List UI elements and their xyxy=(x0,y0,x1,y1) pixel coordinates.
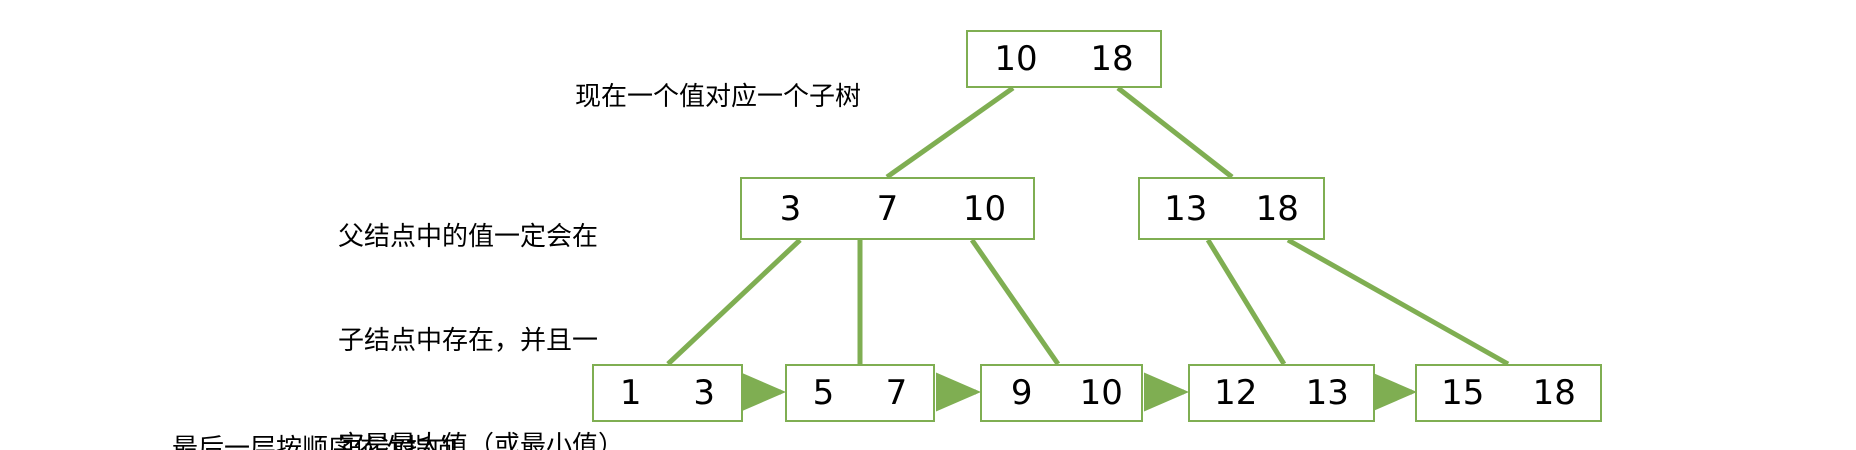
edge-internal-right-to-leaf-5 xyxy=(1286,237,1510,367)
annotation-middle-line-2: 子结点中存在，并且一 xyxy=(338,326,599,357)
tree-node-leaf-5-key-0: 15 xyxy=(1441,373,1485,413)
tree-node-leaf-3-key-0: 9 xyxy=(1010,373,1033,413)
tree-node-internal-right-key-0: 13 xyxy=(1164,188,1208,229)
edge-internal-left-to-leaf-1 xyxy=(666,238,802,366)
annotation-middle-line-1: 父结点中的值一定会在 xyxy=(338,221,599,252)
tree-node-internal-right[interactable]: 13 18 xyxy=(1138,177,1325,240)
tree-node-internal-right-key-1: 18 xyxy=(1255,188,1299,229)
tree-node-leaf-4-key-0: 12 xyxy=(1214,373,1258,413)
tree-node-root-key-0: 10 xyxy=(994,39,1038,79)
annotation-middle-line-3: 定是最大值（或最小值） xyxy=(338,430,625,450)
tree-node-leaf-5[interactable]: 15 18 xyxy=(1415,364,1602,422)
edge-root-to-internal-left xyxy=(885,85,1015,180)
tree-node-leaf-4[interactable]: 12 13 xyxy=(1188,364,1375,422)
annotation-top: 现在一个值对应一个子树 xyxy=(575,10,861,184)
tree-node-leaf-1-key-1: 3 xyxy=(693,373,716,413)
tree-node-root[interactable]: 10 18 xyxy=(966,30,1162,88)
tree-node-leaf-4-key-1: 13 xyxy=(1305,373,1349,413)
edge-internal-left-to-leaf-3 xyxy=(969,238,1061,366)
tree-node-leaf-5-key-1: 18 xyxy=(1532,373,1576,413)
tree-node-leaf-2-key-0: 5 xyxy=(812,373,835,413)
tree-node-root-key-1: 18 xyxy=(1090,39,1134,79)
tree-node-internal-left[interactable]: 3 7 10 xyxy=(740,177,1035,240)
annotation-bottom-line-1: 最后一层按顺序依次指向 xyxy=(172,433,459,450)
tree-node-internal-left-key-1: 7 xyxy=(876,188,899,229)
annotation-top-line-1: 现在一个值对应一个子树 xyxy=(575,81,862,112)
tree-node-leaf-2[interactable]: 5 7 xyxy=(785,364,935,422)
edge-internal-right-to-leaf-4 xyxy=(1205,238,1287,366)
tree-node-leaf-1[interactable]: 1 3 xyxy=(592,364,743,422)
tree-node-leaf-2-key-1: 7 xyxy=(885,373,908,413)
tree-node-internal-left-key-0: 3 xyxy=(779,188,802,229)
annotation-middle: 父结点中的值一定会在 子结点中存在，并且一 定是最大值（或最小值） 这里是最大值 xyxy=(338,150,624,450)
annotation-bottom: 最后一层按顺序依次指向 下一个结点，就像链表一样 xyxy=(172,362,484,450)
tree-node-leaf-1-key-0: 1 xyxy=(619,373,642,413)
tree-node-leaf-3[interactable]: 9 10 xyxy=(980,364,1143,422)
tree-node-internal-left-key-2: 10 xyxy=(962,188,1007,229)
edge-root-to-internal-right xyxy=(1116,86,1234,179)
tree-node-leaf-3-key-1: 10 xyxy=(1079,373,1123,413)
